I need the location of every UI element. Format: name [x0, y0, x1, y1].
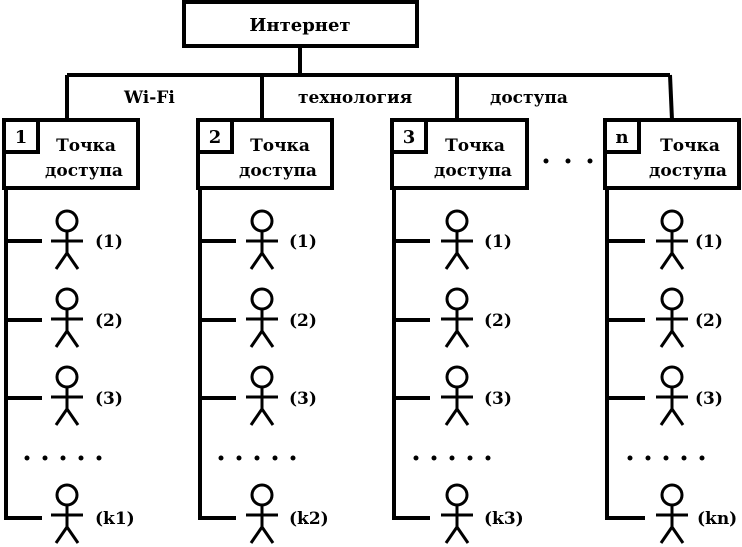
user-label-last: (k2) — [289, 509, 329, 529]
access-point-label-line1: Точка — [445, 136, 505, 156]
user-icon — [656, 287, 688, 348]
branch-line-n — [668, 74, 674, 121]
access-point-number: 2 — [209, 127, 222, 148]
more-users-dots — [24, 455, 102, 461]
connection-label-access: доступа — [490, 88, 568, 108]
user-icon — [51, 209, 83, 270]
access-point-n: n Точка доступа (1) (2) (3) — [603, 118, 741, 544]
access-point-number-box — [603, 118, 641, 154]
access-point-label-line1: Точка — [660, 136, 720, 156]
user-icon — [51, 365, 83, 426]
access-point-number-box — [2, 118, 40, 154]
user-icon — [51, 483, 83, 544]
access-point-2: 2 Точка доступа (1) (2) (3) — [196, 118, 334, 544]
user-icon — [656, 209, 688, 270]
access-point-number: n — [615, 127, 628, 148]
user-icon — [246, 209, 278, 270]
user-label: (2) — [95, 311, 123, 331]
user-label: (2) — [484, 311, 512, 331]
user-label: (2) — [289, 311, 317, 331]
internet-label: Интернет — [249, 15, 350, 36]
access-point-number: 3 — [403, 127, 416, 148]
user-icon — [246, 287, 278, 348]
user-label: (3) — [695, 389, 723, 409]
more-users-dots — [413, 455, 491, 461]
user-label: (3) — [484, 389, 512, 409]
user-icon — [51, 287, 83, 348]
user-icon — [246, 365, 278, 426]
access-point-label-line2: доступа — [45, 161, 123, 181]
access-point-number: 1 — [15, 127, 28, 148]
user-label: (1) — [484, 232, 512, 252]
user-icon — [656, 365, 688, 426]
more-users-dots — [627, 455, 705, 461]
ellipsis-dot — [565, 158, 571, 164]
user-label: (3) — [95, 389, 123, 409]
access-point-label-line2: доступа — [434, 161, 512, 181]
access-point-3: 3 Точка доступа (1) (2) (3) — [390, 118, 529, 544]
ellipsis-dot — [543, 158, 549, 164]
user-icon — [441, 365, 473, 426]
user-icon — [441, 287, 473, 348]
user-label-last: (k1) — [95, 509, 135, 529]
user-label-last: (k3) — [484, 509, 524, 529]
user-label: (3) — [289, 389, 317, 409]
access-point-number-box — [196, 118, 234, 154]
connection-label-wifi: Wi-Fi — [123, 88, 175, 108]
access-point-label-line2: доступа — [239, 161, 317, 181]
user-icon — [441, 483, 473, 544]
connection-label-technology: технология — [298, 88, 412, 108]
user-icon — [246, 483, 278, 544]
user-icon — [656, 483, 688, 544]
access-point-label-line1: Точка — [56, 136, 116, 156]
user-label: (2) — [695, 311, 723, 331]
user-icon — [441, 209, 473, 270]
access-point-1: 1 Точка доступа (1) (2) (3) — [2, 118, 140, 544]
user-label: (1) — [95, 232, 123, 252]
user-label: (1) — [695, 232, 723, 252]
ellipsis-dot — [587, 158, 593, 164]
user-label: (1) — [289, 232, 317, 252]
access-point-label-line2: доступа — [649, 161, 727, 181]
user-label-last: (kn) — [697, 509, 737, 529]
more-users-dots — [218, 455, 296, 461]
access-point-label-line1: Точка — [250, 136, 310, 156]
access-point-number-box — [390, 118, 428, 154]
